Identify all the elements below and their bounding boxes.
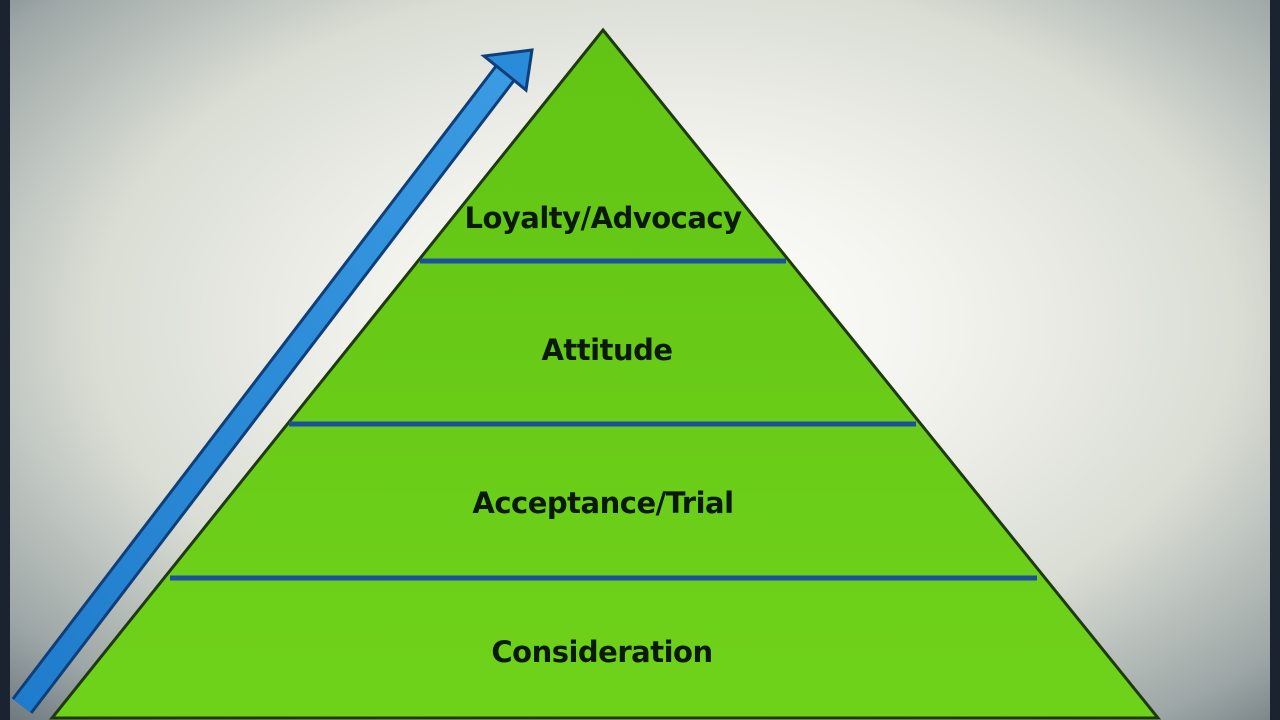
right-letterbox: [1270, 0, 1280, 720]
pyramid-shape: [48, 27, 1162, 720]
left-letterbox: [0, 0, 10, 720]
tier-label-attitude: Attitude: [541, 333, 672, 367]
tier-label-acceptance-trial: Acceptance/Trial: [472, 486, 733, 520]
arrow-up-right-icon: [11, 48, 534, 714]
tier-label-loyalty-advocacy: Loyalty/Advocacy: [464, 201, 742, 235]
tier-label-consideration: Consideration: [491, 635, 712, 669]
